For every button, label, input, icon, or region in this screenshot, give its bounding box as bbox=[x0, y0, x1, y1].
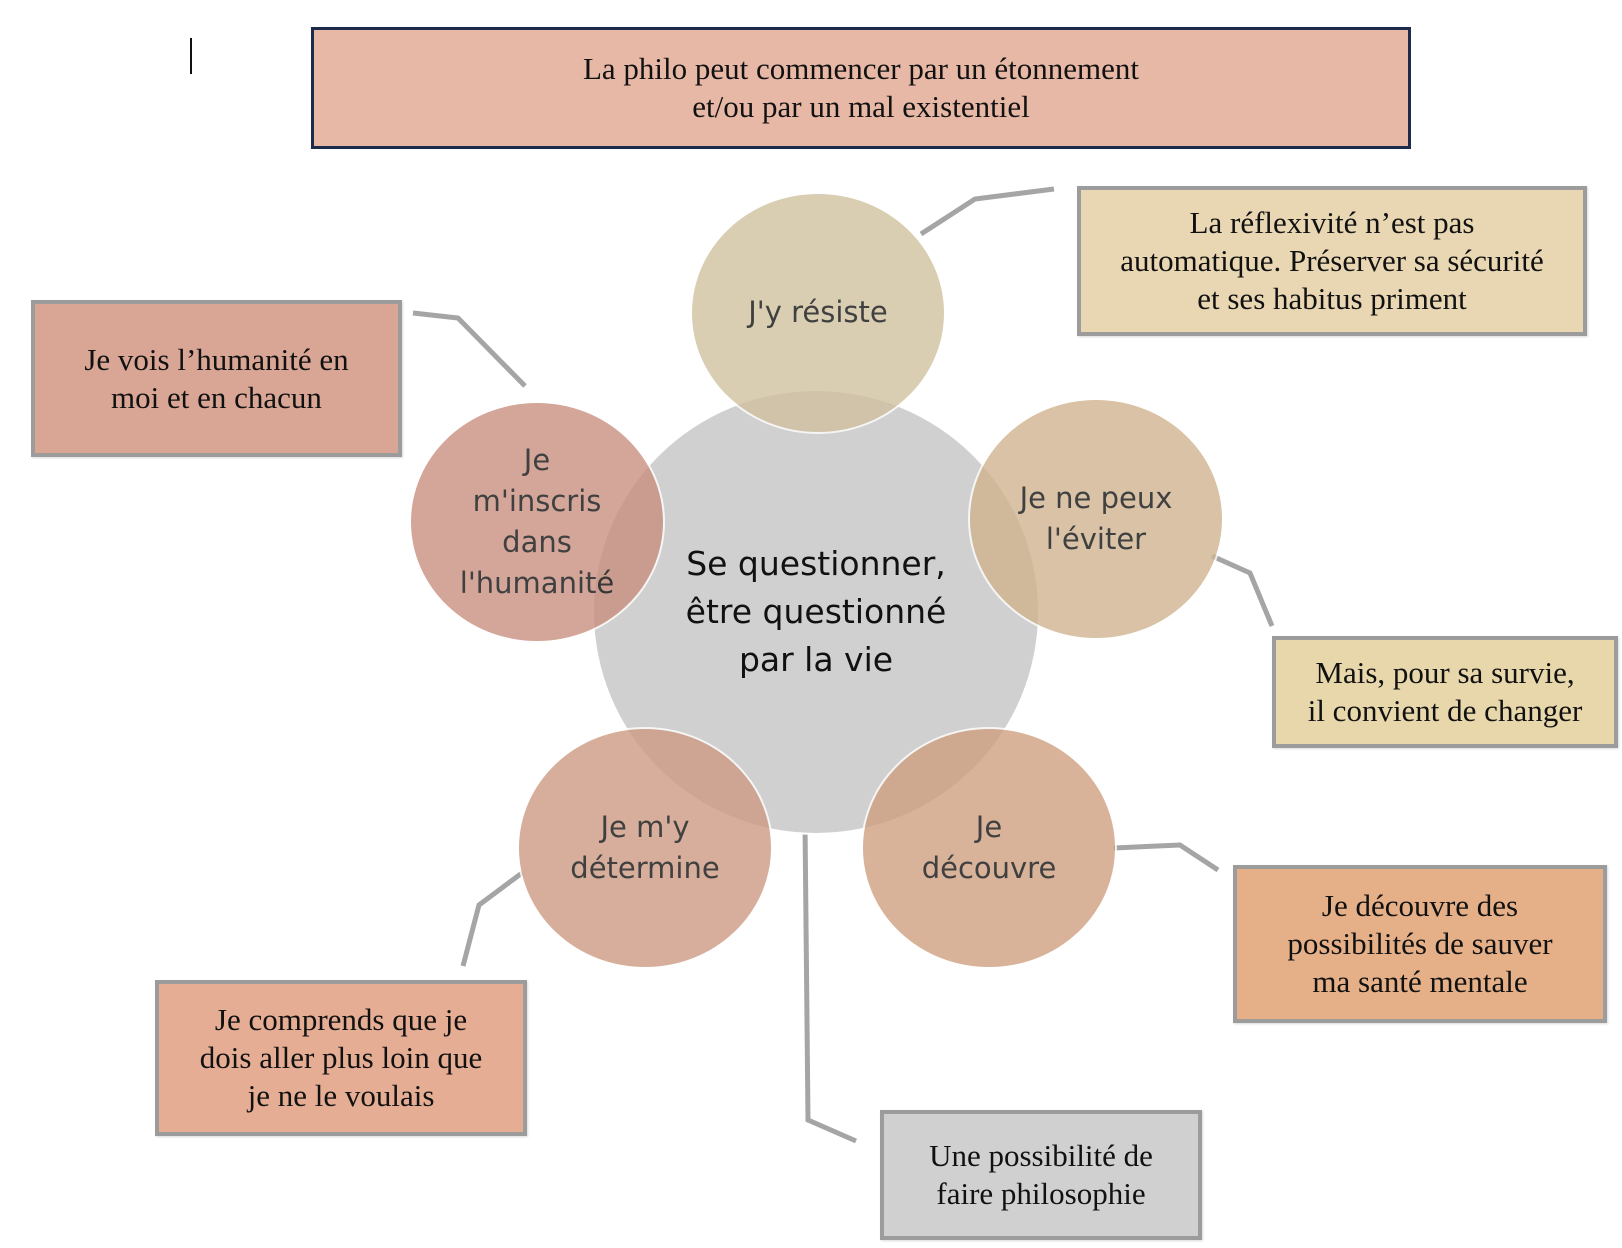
connector-decouvre-sante bbox=[1113, 842, 1220, 873]
node-je-ne-peux-leviter-label: Je ne peux l'éviter bbox=[1019, 480, 1173, 556]
note-humanite: Je vois l’humanité en moi et en chacun bbox=[31, 300, 402, 457]
node-je-decouvre-label: Je découvre bbox=[921, 809, 1057, 885]
node-je-minscris-dans-lhumanite: Je m'inscris dans l'humanité bbox=[409, 401, 665, 643]
header-text: La philo peut commencer par un étonnemen… bbox=[582, 51, 1140, 124]
center-text: Se questionner, être questionné par la v… bbox=[685, 544, 947, 679]
node-jy-resiste: J'y résiste bbox=[690, 192, 946, 434]
note-humanite-text: Je vois l’humanité en moi et en chacun bbox=[84, 341, 349, 415]
note-sante-mentale-text: Je découvre des possibilités de sauver m… bbox=[1287, 888, 1553, 999]
note-philosophie-text: Une possibilité de faire philosophie bbox=[929, 1138, 1153, 1211]
node-je-my-determine-label: Je m'y détermine bbox=[570, 809, 720, 885]
note-comprends-text: Je comprends que je dois aller plus loin… bbox=[199, 1002, 483, 1113]
note-survie-text: Mais, pour sa survie, il convient de cha… bbox=[1307, 655, 1583, 728]
header-box: La philo peut commencer par un étonnemen… bbox=[311, 27, 1411, 149]
connector-inscris-humanite bbox=[412, 310, 527, 388]
connector-center-philosophie bbox=[801, 724, 858, 1144]
node-je-minscris-dans-lhumanite-label: Je m'inscris dans l'humanité bbox=[459, 442, 615, 601]
connector-eviter-survie bbox=[1210, 553, 1275, 627]
note-sante-mentale: Je découvre des possibilités de sauver m… bbox=[1233, 865, 1607, 1023]
text-cursor bbox=[190, 38, 192, 74]
connector-determine-comprends bbox=[460, 870, 524, 967]
note-philosophie: Une possibilité de faire philosophie bbox=[880, 1110, 1202, 1240]
note-comprends: Je comprends que je dois aller plus loin… bbox=[155, 980, 527, 1136]
node-je-decouvre: Je découvre bbox=[861, 727, 1117, 969]
note-reflexivite: La réflexivité n’est pas automatique. Pr… bbox=[1077, 186, 1587, 336]
connector-resiste-reflexivite bbox=[919, 186, 1055, 237]
node-jy-resiste-label: J'y résiste bbox=[748, 295, 888, 330]
node-je-ne-peux-leviter: Je ne peux l'éviter bbox=[968, 398, 1224, 640]
note-survie: Mais, pour sa survie, il convient de cha… bbox=[1272, 636, 1618, 748]
note-reflexivite-text: La réflexivité n’est pas automatique. Pr… bbox=[1120, 205, 1544, 316]
node-je-my-determine: Je m'y détermine bbox=[517, 727, 773, 969]
